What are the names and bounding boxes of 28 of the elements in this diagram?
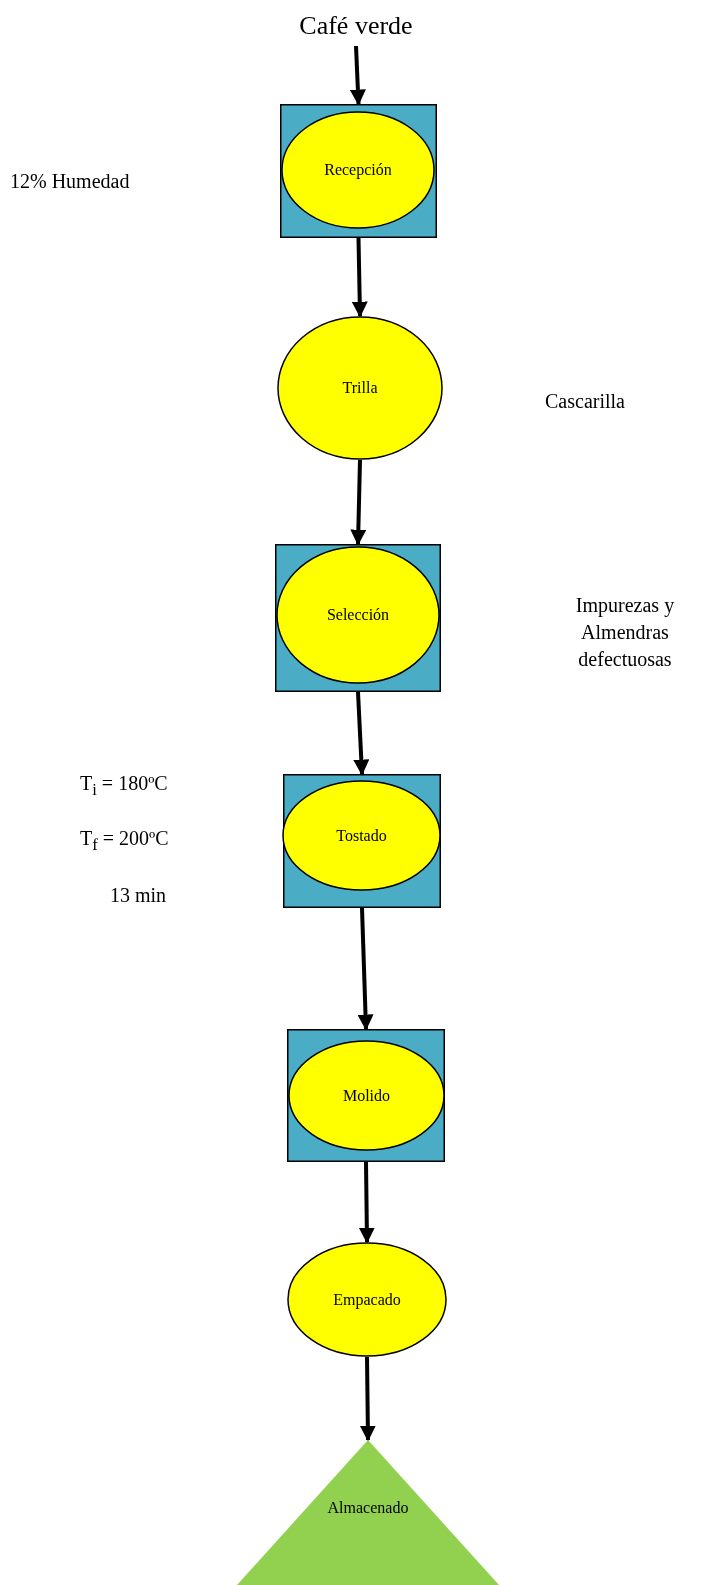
side-note: T$_{i}$ = 180ºC bbox=[80, 771, 169, 801]
step-label: Trilla bbox=[342, 379, 378, 397]
start-label: Café verde bbox=[299, 11, 413, 41]
process-ellipse bbox=[277, 316, 443, 460]
process-box bbox=[283, 774, 441, 908]
step-label: Empacado bbox=[333, 1290, 401, 1309]
arrow bbox=[351, 237, 368, 318]
arrow bbox=[353, 691, 370, 776]
process-ellipse bbox=[287, 1242, 447, 1357]
arrow bbox=[357, 907, 374, 1031]
storage-triangle bbox=[237, 1440, 499, 1585]
step-label: Tostado bbox=[336, 826, 387, 845]
process-ellipse bbox=[288, 1040, 445, 1151]
step-label: Almacenado bbox=[327, 1499, 409, 1517]
process-ellipse bbox=[282, 780, 441, 891]
step-label: Molido bbox=[342, 1086, 391, 1105]
side-note: Cascarilla bbox=[545, 389, 626, 414]
side-note: Impurezas y Almendras defectuosas bbox=[574, 593, 676, 672]
process-box bbox=[287, 1029, 445, 1162]
side-note: T$_{f}$ = 200ºC bbox=[80, 826, 170, 856]
arrow bbox=[358, 1161, 375, 1244]
step-label: Selección bbox=[326, 606, 390, 624]
arrow bbox=[359, 1356, 376, 1442]
arrow bbox=[350, 459, 367, 546]
step-label: Recepción bbox=[324, 161, 392, 179]
side-note: 12% Humedad bbox=[10, 169, 131, 194]
arrow bbox=[349, 45, 366, 106]
side-note: 13 min bbox=[110, 883, 168, 908]
